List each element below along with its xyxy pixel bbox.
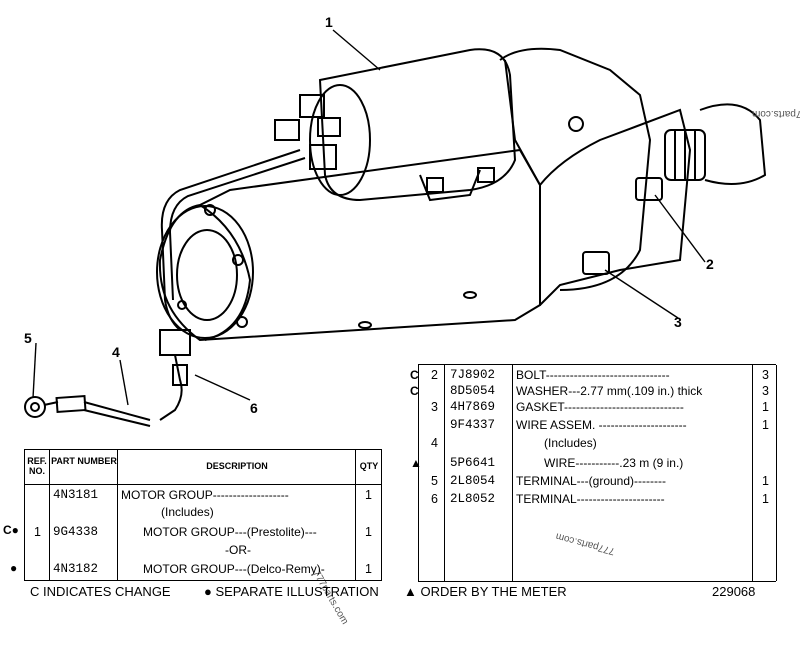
- header-description: DESCRIPTION: [206, 461, 268, 471]
- part-number: 2L8054: [450, 474, 496, 488]
- part-number: 9F4337: [450, 418, 496, 432]
- callout-3: 3: [674, 314, 682, 330]
- drive-housing: [499, 47, 652, 291]
- description: WASHER---2.77 mm(.109 in.) thick: [516, 384, 703, 398]
- qty: 1: [365, 562, 372, 576]
- separate-illustration-legend: ● SEPARATE ILLUSTRATION: [204, 584, 379, 599]
- change-legend: C INDICATES CHANGE: [30, 584, 171, 599]
- qty: 3: [762, 368, 769, 382]
- parts-list-table-continued: [418, 364, 777, 582]
- part-number: 8D5054: [450, 384, 496, 398]
- change-marker: C●: [3, 523, 19, 537]
- callout-4: 4: [112, 344, 120, 360]
- ref-no: 1: [34, 525, 41, 539]
- callout-5: 5: [24, 330, 32, 346]
- description: MOTOR GROUP---(Delco-Remy)-: [143, 562, 325, 576]
- row-marker: C: [410, 384, 419, 398]
- description: TERMINAL---(ground)--------: [516, 474, 666, 488]
- illustration-number: 229068: [712, 584, 756, 599]
- header-part-number: PART NUMBER: [51, 456, 117, 466]
- ref-no: 4: [431, 436, 438, 450]
- watermark: 777parts.com: [752, 108, 800, 119]
- part-number: 9G4338: [53, 525, 99, 539]
- solenoid: [318, 48, 517, 202]
- order-by-meter-legend: ▲ ORDER BY THE METER: [404, 584, 567, 599]
- parts-list-table: REF. NO. PART NUMBER DESCRIPTION QTY 4N3…: [24, 449, 382, 581]
- description: MOTOR GROUP-------------------: [121, 488, 289, 502]
- qty: 1: [365, 488, 372, 502]
- description: BOLT-------------------------------: [516, 368, 670, 382]
- qty: 1: [762, 474, 769, 488]
- part-number: 4H7869: [450, 400, 496, 414]
- ref-no: 3: [431, 400, 438, 414]
- header-qty: QTY: [359, 461, 379, 471]
- field-wire: [160, 149, 301, 331]
- description: TERMINAL----------------------: [516, 492, 665, 506]
- header-ref-no: REF. NO.: [27, 456, 47, 476]
- description: WIRE-----------.23 m (9 in.): [544, 456, 684, 470]
- part-number: 2L8052: [450, 492, 496, 506]
- part-number: 7J8902: [450, 368, 496, 382]
- description: WIRE ASSEM. ----------------------: [516, 418, 687, 432]
- qty: 1: [762, 400, 769, 414]
- ring-terminal: [24, 396, 46, 418]
- commutator-end-cap: [156, 205, 254, 339]
- ref-no: 5: [431, 474, 438, 488]
- starter-motor-illustration: [24, 29, 767, 427]
- part-number: 5P6641: [450, 456, 496, 470]
- qty: 1: [365, 525, 372, 539]
- description: GASKET------------------------------: [516, 400, 684, 414]
- row-marker: C: [410, 368, 419, 382]
- description: MOTOR GROUP---(Prestolite)---: [143, 525, 317, 539]
- callout-6: 6: [250, 400, 258, 416]
- row-marker: ▲: [410, 456, 422, 470]
- qty: 1: [762, 492, 769, 506]
- ref-no: 2: [431, 368, 438, 382]
- description: (Includes): [544, 436, 597, 450]
- description: -OR-: [225, 543, 251, 557]
- table-header: REF. NO. PART NUMBER DESCRIPTION QTY: [25, 450, 381, 485]
- qty: 3: [762, 384, 769, 398]
- separate-illustration-marker: ●: [10, 561, 18, 575]
- part-number: 4N3181: [53, 488, 99, 502]
- ref-no: 6: [431, 492, 438, 506]
- callout-2: 2: [706, 256, 714, 272]
- qty: 1: [762, 418, 769, 432]
- motor-body-end: [199, 204, 252, 341]
- description: (Includes): [161, 505, 214, 519]
- legend-footer: C INDICATES CHANGE ● SEPARATE ILLUSTRATI…: [24, 584, 784, 604]
- callout-1: 1: [325, 14, 333, 30]
- part-number: 4N3182: [53, 562, 99, 576]
